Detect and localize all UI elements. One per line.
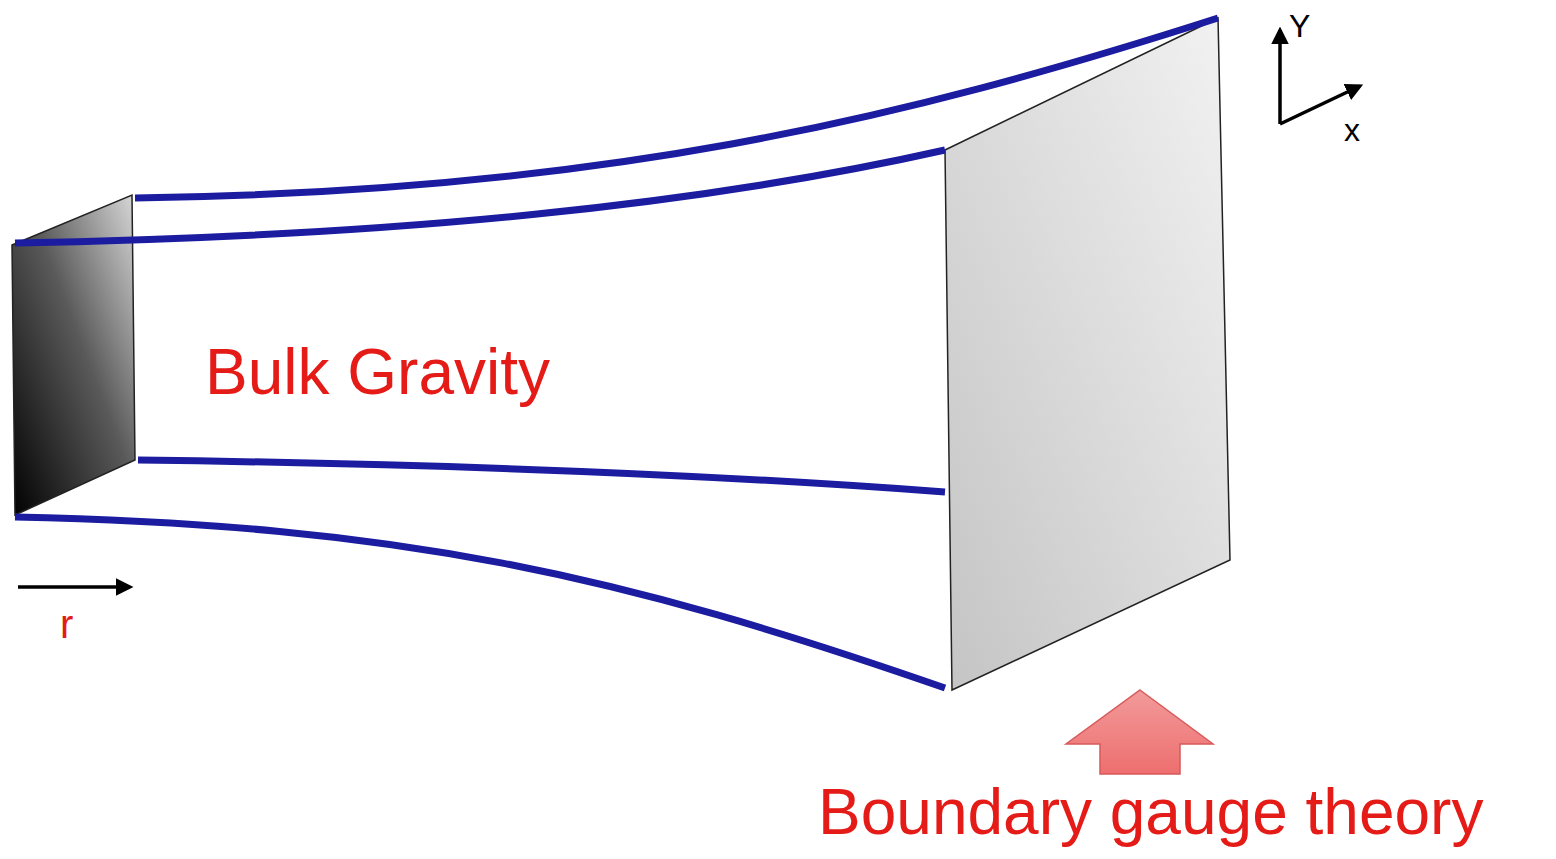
bulk-edge-curve xyxy=(15,517,945,688)
y-axis-arrow xyxy=(1278,30,1282,124)
bulk-edge-curve xyxy=(15,150,945,243)
axis-label: x xyxy=(1344,114,1360,146)
pointer-arrow xyxy=(1066,690,1213,774)
caption-label: Boundary gauge theory xyxy=(818,780,1483,844)
radial-arrow xyxy=(18,585,130,589)
bulk-edge-curve xyxy=(138,460,945,492)
bulk-edge-curve xyxy=(135,18,1218,198)
axis-label: Y xyxy=(1289,10,1310,42)
region-label: Bulk Gravity xyxy=(205,340,550,404)
boundary-plane xyxy=(945,18,1230,690)
axis-label: r xyxy=(60,604,73,644)
